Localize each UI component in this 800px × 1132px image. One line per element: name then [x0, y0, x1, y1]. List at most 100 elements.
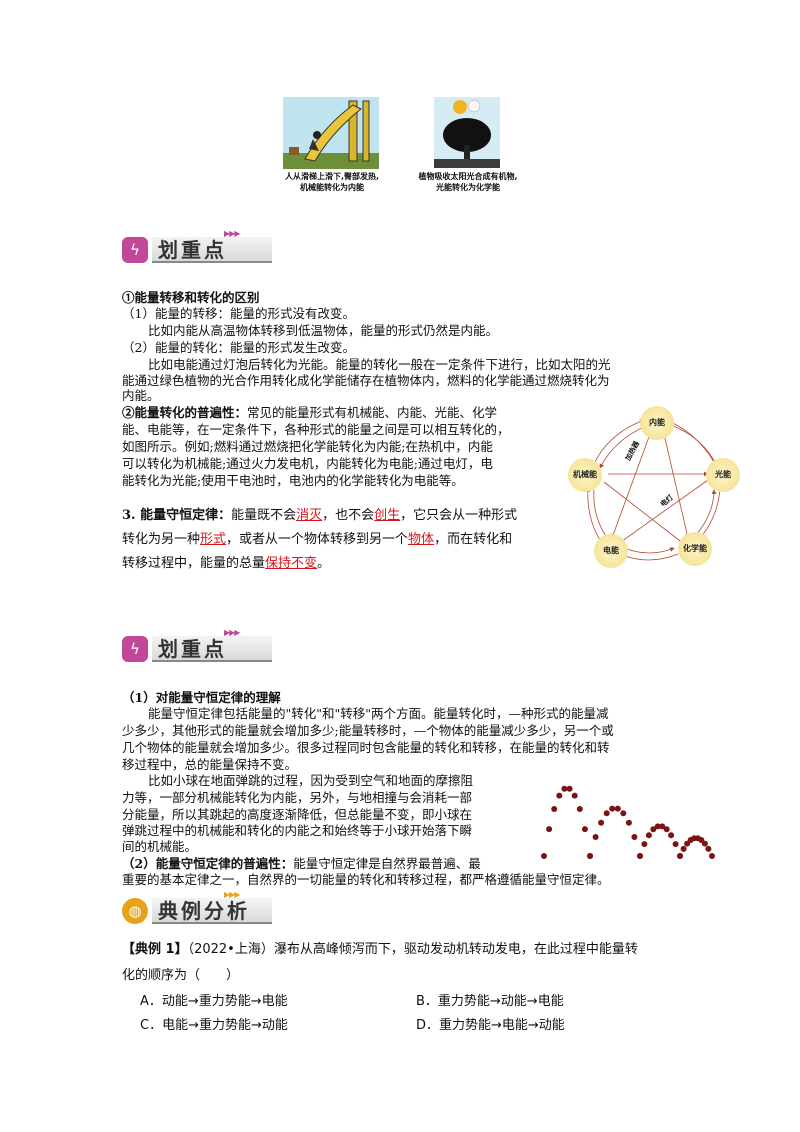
example-tag: 【典例 1】: [122, 942, 188, 957]
ball-dot: [561, 785, 568, 792]
section2-line-4: 移过程中，总的能量保持不变。: [122, 757, 298, 772]
highlight-banner-1: ϟ 划重点 ▶▶▶: [122, 229, 272, 267]
ball-dot: [587, 853, 593, 859]
section1-line-5: 能通过绿色植物的光合作用转化成化学能储存在植物体内，燃料的化学能通过燃烧转化为: [122, 373, 610, 388]
universality-text: 能量守恒定律是自然界最普遍、最: [293, 856, 481, 871]
tree-caption: 植物吸收太阳光合成有机物, 光能转化为化学能: [410, 171, 526, 193]
universality-heading: （2）能量守恒定律的普遍性：: [122, 856, 294, 871]
law-text: 能量既不会: [231, 508, 297, 523]
section2-line-11: 重要的基本定律之一，自然界的一切能量的转化和转移过程，都严格遵循能量守恒定律。: [122, 872, 610, 887]
universal-line-2: 能、电能等，在一定条件下，各种形式的能量之间是可以相互转化的，: [122, 422, 510, 437]
ball-dot: [566, 785, 573, 792]
ball-dot: [576, 806, 583, 812]
node-internal-energy: 内能: [640, 406, 674, 440]
tree-caption-line-2: 光能转化为化学能: [436, 183, 500, 192]
ball-dot: [650, 826, 657, 833]
triangles-icon: ▶▶▶: [224, 890, 241, 899]
ball-dot: [571, 792, 578, 799]
example-question-line-2: 化的顺序为（ ）: [122, 968, 240, 983]
universal-paragraph: ②能量转化的普遍性：常见的能量形式有机械能、内能、光能、化学: [122, 404, 562, 421]
law-text: 转移过程中，能量的总量: [122, 556, 266, 571]
section2-line-10: （2）能量守恒定律的普遍性：能量守恒定律是自然界最普遍、最: [122, 855, 481, 872]
option-a[interactable]: A．动能→重力势能→电能: [140, 994, 288, 1009]
node-chemical-energy: 化学能: [678, 532, 712, 566]
slide-caption: 人从滑梯上滑下,臀部发热, 机械能转化为内能: [272, 171, 392, 193]
option-b[interactable]: B．重力势能→动能→电能: [416, 994, 564, 1009]
section1-line-1: （1）能量的转移：能量的形式没有改变。: [122, 306, 355, 321]
section2-line-1: 能量守恒定律包括能量的"转化"和"转移"两个方面。能量转化时，—种形式的能量减: [148, 706, 609, 721]
section2-line-9: 间的机械能。: [122, 839, 198, 854]
ball-dot: [663, 826, 670, 833]
option-d[interactable]: D．重力势能→电能→动能: [416, 1018, 565, 1033]
example-question-line-1: 【典例 1】（2022•上海）瀑布从高峰倾泻而下，驱动发动机转动发电，在此过程中…: [122, 940, 638, 960]
ball-dot: [592, 834, 599, 840]
ball-dot: [614, 805, 621, 812]
section1-line-3: （2）能量的转化：能量的形式发生改变。: [122, 340, 355, 355]
section1-line-4: 比如电能通过灯泡后转化为光能。能量的转化一般在一定条件下进行，比如太阳的光: [148, 357, 611, 372]
universal-line-1: 常见的能量形式有机械能、内能、光能、化学: [247, 405, 498, 420]
ball-dot: [659, 823, 666, 830]
section2-line-5: 比如小球在地面弹跳的过程，因为受到空气和地面的摩擦阻: [148, 773, 474, 788]
ball-dot: [620, 810, 627, 817]
section2-line-3: 几个物体的能量就会增加多少。很多过程同时包含能量的转化和转移，在能量的转化和转: [122, 740, 610, 755]
law-text: ，而在转化和: [434, 532, 513, 547]
ball-dot: [551, 806, 558, 812]
node-electric-energy: 电能: [594, 534, 628, 568]
universal-line-3: 如图所示。例如;燃料通过燃烧把化学能转化为内能;在热机中，内能: [122, 439, 493, 454]
highlight-banner-2: ϟ 划重点 ▶▶▶: [122, 628, 272, 666]
law-line-2: 转化为另一种形式，或者从一个物体转移到另一个物体，而在转化和: [122, 530, 512, 549]
ball-dot: [668, 832, 675, 839]
ball-dot: [705, 845, 712, 852]
law-line-1: 3. 能量守恒定律：能量既不会消灭，也不会创生，它只会从一种形式: [122, 506, 517, 525]
globe-icon: ◍: [122, 898, 148, 924]
slide-caption-line-2: 机械能转化为内能: [300, 183, 364, 192]
law-text: ，也不会: [322, 508, 375, 523]
bouncing-ball-illustration: [540, 778, 718, 868]
ball-dot: [645, 832, 652, 839]
section1-heading: ①能量转移和转化的区别: [122, 290, 260, 305]
law-line-3: 转移过程中，能量的总量保持不变。: [122, 554, 330, 573]
ball-dot: [709, 853, 715, 859]
ball-dot: [637, 853, 643, 859]
ball-dot: [631, 834, 638, 840]
node-mechanical-energy: 机械能: [568, 458, 602, 492]
lightning-icon: ϟ: [122, 636, 148, 662]
ball-dot: [677, 853, 683, 859]
law-text: ，或者从一个物体转移到另一个: [226, 532, 409, 547]
law-text: 转化为另一种: [122, 532, 201, 547]
section1-line-2: 比如内能从高温物体转移到低温物体，能量的形式仍然是内能。: [148, 323, 499, 338]
lightning-icon: ϟ: [122, 237, 148, 263]
ball-dot: [641, 841, 648, 848]
tree-caption-line-1: 植物吸收太阳光合成有机物,: [418, 172, 518, 181]
law-blank: 保持不变: [265, 556, 318, 571]
triangles-icon: ▶▶▶: [224, 628, 241, 637]
ball-dot: [546, 826, 553, 833]
slide-caption-line-1: 人从滑梯上滑下,臀部发热,: [284, 172, 380, 181]
ball-dot: [556, 792, 563, 799]
universal-line-5: 能转化为光能;使用干电池时，电池内的化学能转化为电能等。: [122, 473, 464, 488]
energy-conversion-diagram: 内能 光能 化学能 电能 机械能 加热器 电灯: [568, 406, 746, 568]
ball-dot: [625, 819, 632, 826]
law-blank: 形式: [200, 532, 227, 547]
ball-dot: [701, 840, 708, 847]
universal-heading: ②能量转化的普遍性：: [122, 405, 248, 420]
ball-dot: [581, 826, 588, 833]
examples-banner: ◍ 典例分析 ▶▶▶: [122, 890, 272, 928]
triangles-icon: ▶▶▶: [224, 229, 241, 238]
section2-line-2: 少多少，其他形式的能量就会增加多少;能量转移时，—个物体的能量减少多少，另一个或: [122, 723, 614, 738]
ball-dot: [603, 810, 610, 817]
law-blank: 消灭: [296, 508, 323, 523]
banner-title: 典例分析: [152, 898, 272, 924]
section2-line-8: 弹跳过程中的机械能和转化的内能之和始终等于小球开始落下瞬: [122, 823, 473, 838]
section2-heading: （1）对能量守恒定律的理解: [122, 690, 281, 705]
ball-dot: [541, 853, 547, 859]
banner-title: 划重点: [152, 237, 272, 263]
ball-dot: [609, 805, 616, 812]
law-text: ，它只会从一种形式: [400, 508, 518, 523]
ball-dot: [680, 845, 687, 852]
section2-line-6: 力等，一部分机械能转化为内能，另外，与地相撞与会消耗一部: [122, 790, 473, 805]
universal-line-4: 可以转化为机械能;通过火力发电机，内能转化为电能;通过电灯，电: [122, 456, 493, 471]
option-c[interactable]: C．电能→重力势能→动能: [140, 1018, 288, 1033]
law-blank: 物体: [408, 532, 435, 547]
ball-dot: [654, 823, 661, 830]
